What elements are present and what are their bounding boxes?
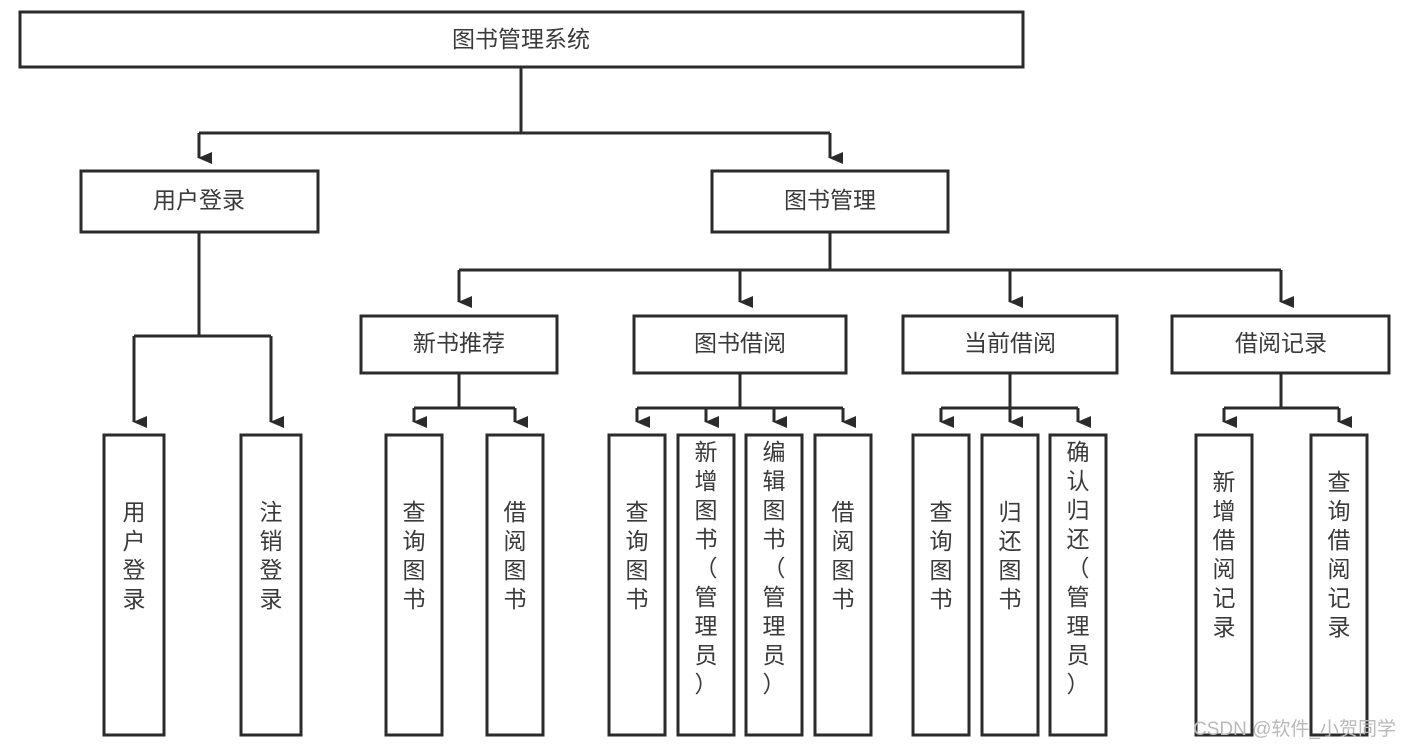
node-book-manage[interactable]: 图书管理 xyxy=(710,169,950,234)
leaf-query-book-1[interactable]: 查询图书 xyxy=(384,433,444,737)
node-new-book-recommend-label: 新书推荐 xyxy=(413,330,505,356)
leaf-logout-login[interactable]: 注销登录 xyxy=(239,433,303,737)
leaf-query-book-3-label: 查询图书 xyxy=(930,499,953,612)
leaf-user-login-label: 用户登录 xyxy=(123,499,146,612)
leaf-confirm-return[interactable]: 确认归还（管理员） xyxy=(1048,433,1108,737)
leaf-return-book-box[interactable] xyxy=(980,433,1040,737)
leaf-borrow-book-1[interactable]: 借阅图书 xyxy=(485,433,545,737)
leaf-logout-login-label: 注销登录 xyxy=(260,499,283,612)
node-root-box[interactable] xyxy=(18,10,1025,69)
node-user-login-label: 用户登录 xyxy=(153,187,245,213)
leaf-confirm-return-box[interactable] xyxy=(1048,433,1108,737)
leaf-query-book-1-box[interactable] xyxy=(384,433,444,737)
leaf-return-book-label: 归还图书 xyxy=(999,499,1022,612)
connector-layer xyxy=(132,67,1352,428)
leaf-query-book-1-label: 查询图书 xyxy=(403,499,426,612)
node-root[interactable]: 图书管理系统 xyxy=(18,10,1025,69)
node-book-manage-label: 图书管理 xyxy=(784,187,876,213)
leaf-query-book-2-box[interactable] xyxy=(607,433,667,737)
leaf-borrow-book-2[interactable]: 借阅图书 xyxy=(813,433,873,737)
leaf-add-record-box[interactable] xyxy=(1194,433,1254,737)
leaf-user-login-box[interactable] xyxy=(102,433,166,737)
leaf-confirm-return-label: 确认归还（管理员） xyxy=(1067,439,1090,697)
node-root-label: 图书管理系统 xyxy=(452,26,590,52)
leaf-user-login[interactable]: 用户登录 xyxy=(102,433,166,737)
leaf-add-book-label: 新增图书（管理员） xyxy=(695,439,718,697)
leaf-query-record-label: 查询借阅记录 xyxy=(1328,469,1351,640)
node-book-borrow[interactable]: 图书借阅 xyxy=(632,314,848,375)
leaf-logout-login-box[interactable] xyxy=(239,433,303,737)
node-new-book-recommend-box[interactable] xyxy=(359,314,559,375)
node-borrow-record-label: 借阅记录 xyxy=(1235,330,1327,356)
leaf-query-book-2-label: 查询图书 xyxy=(626,499,649,612)
node-current-borrow-box[interactable] xyxy=(901,314,1119,375)
leaf-add-record[interactable]: 新增借阅记录 xyxy=(1194,433,1254,737)
leaf-edit-book-label: 编辑图书（管理员） xyxy=(763,439,786,697)
leaf-borrow-book-1-label: 借阅图书 xyxy=(504,499,527,612)
leaf-query-record[interactable]: 查询借阅记录 xyxy=(1309,433,1369,737)
leaf-query-book-3[interactable]: 查询图书 xyxy=(911,433,971,737)
leaf-edit-book[interactable]: 编辑图书（管理员） xyxy=(744,433,804,737)
leaf-query-book-3-box[interactable] xyxy=(911,433,971,737)
node-book-manage-box[interactable] xyxy=(710,169,950,234)
leaf-query-book-2[interactable]: 查询图书 xyxy=(607,433,667,737)
node-user-login-box[interactable] xyxy=(79,169,320,234)
leaf-query-record-box[interactable] xyxy=(1309,433,1369,737)
leaf-edit-book-box[interactable] xyxy=(744,433,804,737)
node-borrow-record-box[interactable] xyxy=(1170,314,1391,375)
leaf-add-book-box[interactable] xyxy=(676,433,736,737)
leaf-borrow-book-1-box[interactable] xyxy=(485,433,545,737)
leaf-return-book[interactable]: 归还图书 xyxy=(980,433,1040,737)
leaf-add-book[interactable]: 新增图书（管理员） xyxy=(676,433,736,737)
node-book-borrow-label: 图书借阅 xyxy=(694,330,786,356)
node-current-borrow-label: 当前借阅 xyxy=(964,330,1056,356)
leaf-borrow-book-2-label: 借阅图书 xyxy=(832,499,855,612)
leaf-borrow-book-2-box[interactable] xyxy=(813,433,873,737)
csdn-watermark: CSDN @软件_小贺同学 xyxy=(1193,718,1396,740)
node-borrow-record[interactable]: 借阅记录 xyxy=(1170,314,1391,375)
leaf-add-record-label: 新增借阅记录 xyxy=(1213,469,1236,640)
node-book-borrow-box[interactable] xyxy=(632,314,848,375)
node-current-borrow[interactable]: 当前借阅 xyxy=(901,314,1119,375)
node-user-login[interactable]: 用户登录 xyxy=(79,169,320,234)
node-new-book-recommend[interactable]: 新书推荐 xyxy=(359,314,559,375)
